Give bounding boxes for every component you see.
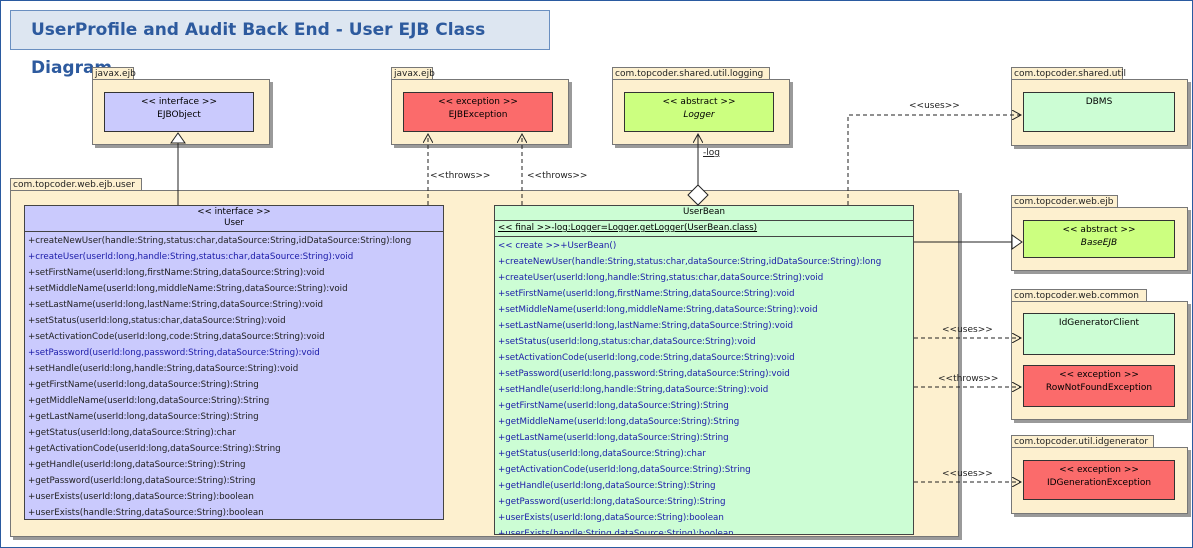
- operation: +userExists(userId:long,dataSource:Strin…: [28, 492, 254, 502]
- attributes-section: << final >>-log:Logger=Logger.getLogger(…: [495, 221, 913, 237]
- package-tab-shared-util: com.topcoder.shared.util: [1011, 67, 1126, 79]
- aggregation-diamond: [687, 184, 709, 206]
- class-baseejb[interactable]: << abstract >> BaseEJB: [1023, 220, 1175, 258]
- operation: +setActivationCode(userId:long,code:Stri…: [28, 332, 325, 342]
- stereotype: << interface >>: [197, 207, 271, 217]
- label-log: -log: [703, 148, 720, 158]
- operation: +setFirstName(userId:long,firstName:Stri…: [28, 268, 325, 278]
- operation: +getMiddleName(userId:long,dataSource:St…: [498, 417, 740, 427]
- operation: +getMiddleName(userId:long,dataSource:St…: [28, 396, 270, 406]
- class-name: UserBean: [683, 207, 725, 217]
- operation: +setLastName(userId:long,lastName:String…: [28, 300, 324, 310]
- stereotype: << interface >>: [140, 97, 218, 107]
- label-uses-dbms: <<uses>>: [909, 101, 960, 111]
- class-user[interactable]: << interface >> User +createNewUser(hand…: [24, 205, 444, 520]
- class-rownotfoundexception[interactable]: << exception >> RowNotFoundException: [1023, 365, 1175, 407]
- operation: +getLastName(userId:long,dataSource:Stri…: [498, 433, 729, 443]
- label-uses-idgeneratorclient: <<uses>>: [942, 325, 993, 335]
- operation: +setStatus(userId:long,status:char,dataS…: [498, 337, 756, 347]
- operation: +createUser(userId:long,handle:String,st…: [498, 273, 824, 283]
- operation: +userExists(handle:String,dataSource:Str…: [498, 529, 734, 535]
- operation: +setActivationCode(userId:long,code:Stri…: [498, 353, 795, 363]
- operation: +getStatus(userId:long,dataSource:String…: [28, 428, 236, 438]
- class-idgeneratorclient[interactable]: IdGeneratorClient: [1023, 313, 1175, 355]
- operation: +setPassword(userId:long,password:String…: [498, 369, 790, 379]
- package-tab-web-ejb-user: com.topcoder.web.ejb.user: [10, 178, 142, 190]
- class-name: IDGenerationException: [1046, 478, 1152, 488]
- constructor: << create >>+UserBean(): [498, 241, 617, 251]
- package-tab-idgenerator: com.topcoder.util.idgenerator: [1011, 435, 1154, 447]
- operation: +createNewUser(handle:String,status:char…: [498, 257, 882, 267]
- class-idgenerationexception[interactable]: << exception >> IDGenerationException: [1023, 460, 1175, 500]
- operation: +getHandle(userId:long,dataSource:String…: [498, 481, 716, 491]
- class-logger[interactable]: << abstract >> Logger: [624, 92, 774, 132]
- class-name: EJBObject: [157, 110, 201, 120]
- operation: +getHandle(userId:long,dataSource:String…: [28, 460, 246, 470]
- operation: +setFirstName(userId:long,firstName:Stri…: [498, 289, 795, 299]
- operation: +userExists(handle:String,dataSource:Str…: [28, 508, 264, 518]
- label-throws-1: <<throws>>: [430, 171, 491, 181]
- label-uses-idgenerationexception: <<uses>>: [942, 469, 993, 479]
- operation: +getActivationCode(userId:long,dataSourc…: [28, 444, 281, 454]
- operation: +setMiddleName(userId:long,middleName:St…: [498, 305, 818, 315]
- class-userbean[interactable]: UserBean << final >>-log:Logger=Logger.g…: [494, 205, 914, 535]
- attribute-log: << final >>-log:Logger=Logger.getLogger(…: [498, 223, 758, 233]
- diagram-title: UserProfile and Audit Back End - User EJ…: [10, 10, 550, 78]
- generalization-arrowhead: [1011, 234, 1023, 250]
- operations-list: +createNewUser(handle:String,status:char…: [25, 232, 443, 519]
- operation: +setPassword(userId:long,password:String…: [28, 348, 320, 358]
- package-tab-web-ejb: com.topcoder.web.ejb: [1011, 195, 1118, 207]
- operation: +setMiddleName(userId:long,middleName:St…: [28, 284, 348, 294]
- dependency-uses-dbms: [847, 115, 1021, 205]
- operation: +setLastName(userId:long,lastName:String…: [498, 321, 794, 331]
- package-tab-javax-ejb-2: javax.ejb: [391, 67, 435, 79]
- operation: +getFirstName(userId:long,dataSource:Str…: [28, 380, 259, 390]
- operation: +getStatus(userId:long,dataSource:String…: [498, 449, 706, 459]
- stereotype: << abstract >>: [662, 97, 736, 107]
- operation: +getLastName(userId:long,dataSource:Stri…: [28, 412, 259, 422]
- operation: +createNewUser(handle:String,status:char…: [28, 236, 412, 246]
- operation: +setHandle(userId:long,handle:String,dat…: [28, 364, 299, 374]
- stereotype: << exception >>: [1059, 370, 1139, 380]
- label-throws-2: <<throws>>: [527, 171, 588, 181]
- class-name: DBMS: [1085, 97, 1113, 107]
- class-name: User: [224, 218, 244, 228]
- operations-list: << create >>+UserBean() +createNewUser(h…: [495, 237, 913, 535]
- stereotype: << exception >>: [438, 97, 518, 107]
- class-name: BaseEJB: [1080, 238, 1118, 248]
- generalization-arrowhead: [170, 132, 186, 144]
- package-tab-web-common: com.topcoder.web.common: [1011, 289, 1147, 301]
- class-dbms[interactable]: DBMS: [1023, 92, 1175, 132]
- stereotype: << abstract >>: [1062, 225, 1136, 235]
- package-tab-logging: com.topcoder.shared.util.logging: [612, 67, 770, 79]
- class-ejbobject[interactable]: << interface >> EJBObject: [104, 92, 254, 132]
- label-throws-rownotfound: <<throws>>: [938, 374, 999, 384]
- operation: +createUser(userId:long,handle:String,st…: [28, 252, 354, 262]
- stereotype: << exception >>: [1059, 465, 1139, 475]
- operation: +getFirstName(userId:long,dataSource:Str…: [498, 401, 729, 411]
- package-tab-javax-ejb-1: javax.ejb: [92, 67, 136, 79]
- class-name: Logger: [683, 110, 715, 120]
- operation: +setStatus(userId:long,status:char,dataS…: [28, 316, 286, 326]
- class-name: EJBException: [448, 110, 508, 120]
- class-name: RowNotFoundException: [1045, 383, 1153, 393]
- operation: +getPassword(userId:long,dataSource:Stri…: [28, 476, 256, 486]
- operation: +userExists(userId:long,dataSource:Strin…: [498, 513, 724, 523]
- operation: +setHandle(userId:long,handle:String,dat…: [498, 385, 769, 395]
- operation: +getActivationCode(userId:long,dataSourc…: [498, 465, 751, 475]
- class-ejbexception[interactable]: << exception >> EJBException: [403, 92, 553, 132]
- operation: +getPassword(userId:long,dataSource:Stri…: [498, 497, 726, 507]
- class-header: UserBean: [495, 206, 913, 221]
- class-name: IdGeneratorClient: [1058, 318, 1140, 328]
- class-header: << interface >> User: [25, 206, 443, 232]
